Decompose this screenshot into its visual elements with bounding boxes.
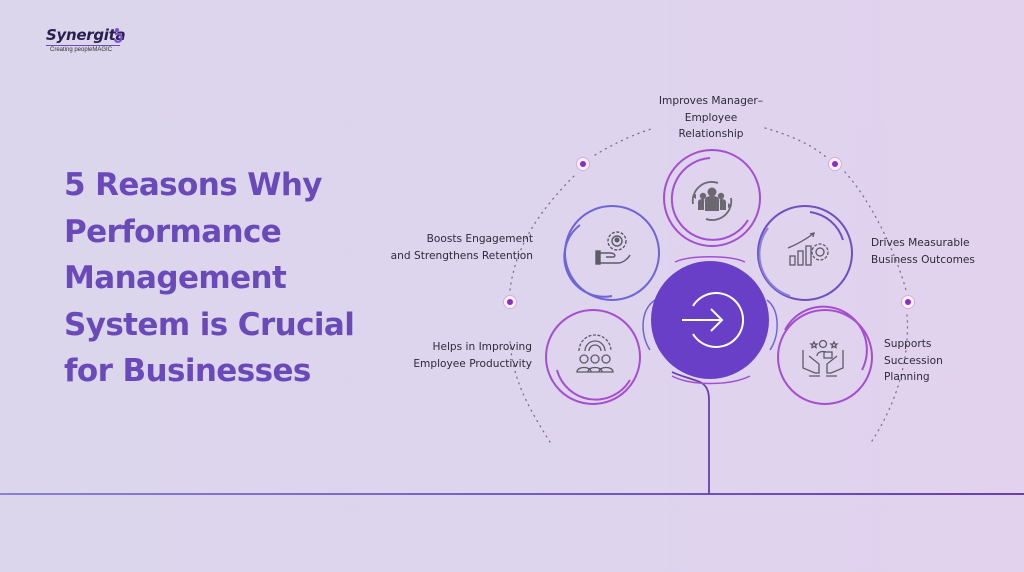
label-line: Helps in Improving <box>432 341 533 353</box>
brand-name: Synergita <box>46 26 126 44</box>
label-line: Boosts Engagement <box>426 233 533 245</box>
reason-label-measurable-outcomes: Drives Measurable Business Outcomes <box>871 235 1011 268</box>
label-line: Supports <box>884 338 932 350</box>
label-line: Employee <box>684 111 738 124</box>
stem-line <box>671 371 710 494</box>
label-line: and Strengthens Retention <box>390 249 533 262</box>
page-title: 5 Reasons Why Performance Management Sys… <box>64 162 394 395</box>
center-button[interactable] <box>651 261 769 379</box>
reason-circle-employee-productivity <box>545 309 641 405</box>
title-line: 5 Reasons Why <box>64 167 323 203</box>
reason-label-employee-productivity: Helps in Improving Employee Productivity <box>370 339 532 372</box>
dot-marker <box>901 295 915 309</box>
title-line: System is Crucial <box>64 306 355 343</box>
team-gear-icon <box>576 334 614 373</box>
dot-marker <box>576 157 590 171</box>
reason-circle-succession-planning <box>777 305 873 405</box>
team-refresh-icon <box>691 181 733 221</box>
reason-circle-engagement-retention <box>563 205 660 301</box>
title-line: for Businesses <box>64 353 311 389</box>
title-line: Performance <box>64 213 282 250</box>
label-line: Business Outcomes <box>871 253 975 266</box>
reason-label-succession-planning: Supports Succession Planning <box>884 336 984 386</box>
baseline <box>0 493 1024 495</box>
reason-circle-manager-employee <box>663 149 761 247</box>
label-line: Drives Measurable <box>871 237 970 249</box>
reason-circle-measurable-outcomes <box>757 205 853 301</box>
dot-marker <box>503 295 517 309</box>
center-connector-curves <box>642 256 778 385</box>
reason-label-manager-employee: Improves Manager– Employee Relationship <box>640 93 782 143</box>
title-line: Management <box>64 260 287 296</box>
hands-employee-icon <box>802 339 844 377</box>
brand-tagline: Creating peopleMAGIC <box>50 47 113 53</box>
logo-underline <box>46 45 120 47</box>
growth-chart-gear-icon <box>787 232 829 266</box>
reason-label-engagement-retention: Boosts Engagement and Strengthens Retent… <box>363 231 533 264</box>
arrow-right-circle-icon <box>682 292 745 348</box>
label-line: Improves Manager– <box>658 95 764 107</box>
brand-mark-icon <box>113 28 123 43</box>
label-line: Succession <box>884 354 943 367</box>
label-line: Planning <box>884 371 930 383</box>
label-line: Employee Productivity <box>413 357 532 370</box>
brand-logo[interactable]: Synergita Creating peopleMAGIC <box>46 26 126 53</box>
label-line: Relationship <box>678 128 744 140</box>
dot-marker <box>828 157 842 171</box>
dotted-arc <box>509 127 909 445</box>
hand-gear-person-icon <box>595 231 631 265</box>
